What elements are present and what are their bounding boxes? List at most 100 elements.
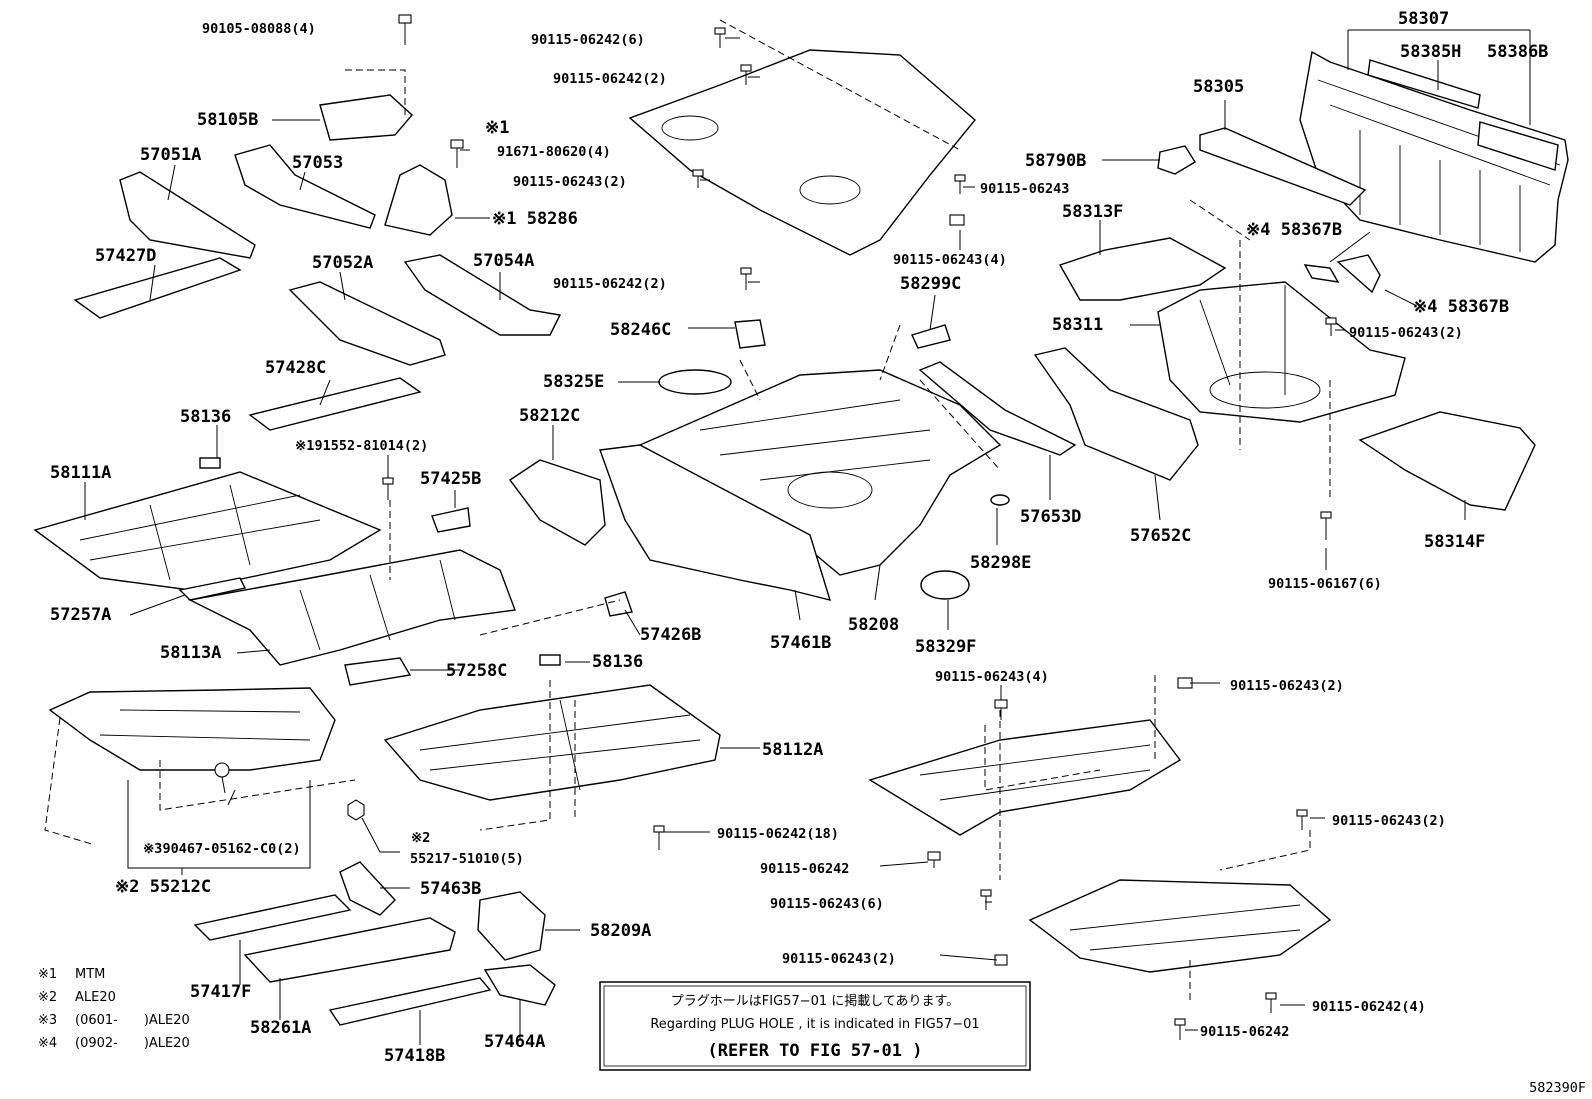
part-57463B bbox=[339, 861, 396, 916]
assembly-guide-lines bbox=[44, 19, 1331, 1000]
reference-line-refer: (REFER TO FIG 57-01 ) bbox=[708, 1041, 923, 1061]
part-58209A bbox=[477, 891, 546, 961]
label-58209A: 58209A bbox=[590, 921, 651, 941]
bolt-icon bbox=[398, 14, 412, 45]
part-58246C bbox=[734, 319, 766, 349]
part-57258C bbox=[344, 657, 412, 686]
bolt-icon bbox=[740, 64, 752, 85]
fastener-label: 90115-06243 bbox=[980, 181, 1069, 197]
part-57051A bbox=[119, 171, 256, 259]
legend-mark-1: ※1 bbox=[38, 967, 57, 982]
part-57418B bbox=[328, 977, 492, 1026]
label-57418B: 57418B bbox=[384, 1046, 445, 1066]
part-58105B bbox=[319, 94, 413, 141]
part-57428C bbox=[248, 377, 422, 431]
legend-mark-2: ※2 bbox=[38, 990, 57, 1005]
fastener-label: 90115-06243(2) bbox=[1332, 813, 1446, 829]
label-57652C: 57652C bbox=[1130, 526, 1191, 546]
part-57653D bbox=[918, 361, 1077, 456]
bolt-icon bbox=[949, 214, 965, 226]
legend-text-2: ALE20 bbox=[75, 990, 116, 1005]
label-57257A: 57257A bbox=[50, 605, 111, 625]
bolt-icon bbox=[927, 851, 941, 868]
bolt-icon bbox=[653, 825, 665, 850]
reference-line-japanese: プラグホールはFIG57−01 に掲載してあります。 bbox=[671, 993, 959, 1009]
label-57258C: 57258C bbox=[446, 661, 507, 681]
label-58305: 58305 bbox=[1193, 77, 1244, 97]
fastener-label: ※2 bbox=[411, 830, 430, 846]
legend-text-4: (0902- )ALE20 bbox=[75, 1036, 190, 1051]
bolt-icon bbox=[714, 27, 726, 48]
fastener-label: ※191552-81014(2) bbox=[295, 438, 428, 454]
part-58314F bbox=[1358, 411, 1536, 511]
label-57426B: 57426B bbox=[640, 625, 701, 645]
bolt-icon bbox=[1177, 677, 1193, 689]
label-58307: 58307 bbox=[1398, 9, 1449, 29]
fastener-label: 90115-06243(2) bbox=[782, 951, 896, 967]
label-58136-lower: 58136 bbox=[592, 652, 643, 672]
part-58112A-center-floor bbox=[383, 684, 721, 801]
label-58367B-upper: ※4 58367B bbox=[1246, 220, 1342, 240]
part-58136-upper bbox=[199, 457, 221, 469]
bolt-icon bbox=[1265, 992, 1277, 1013]
part-58329F bbox=[920, 570, 970, 600]
reference-box: プラグホールはFIG57−01 に掲載してあります。 Regarding PLU… bbox=[599, 981, 1031, 1071]
leader-lines bbox=[84, 29, 1531, 1045]
part-57417F bbox=[193, 894, 352, 941]
fastener-label: 90115-06243(2) bbox=[1349, 325, 1463, 341]
bolt-icon bbox=[740, 267, 752, 290]
label-58314F: 58314F bbox=[1424, 532, 1485, 552]
label-58111A: 58111A bbox=[50, 463, 111, 483]
part-57461B bbox=[599, 444, 832, 601]
figure-code: 582390F bbox=[1529, 1080, 1586, 1096]
legend-text-1: MTM bbox=[75, 967, 105, 982]
label-58385H: 58385H bbox=[1400, 42, 1461, 62]
label-57054A: 57054A bbox=[473, 251, 534, 271]
label-58113A: 58113A bbox=[160, 643, 221, 663]
fastener-label: 90115-06242 bbox=[760, 861, 849, 877]
label-58261A: 58261A bbox=[250, 1018, 311, 1038]
label-57464A: 57464A bbox=[484, 1032, 545, 1052]
label-57051A: 57051A bbox=[140, 145, 201, 165]
part-58113A bbox=[187, 549, 516, 666]
part-58298E bbox=[990, 494, 1010, 506]
label-58367B-lower: ※4 58367B bbox=[1413, 297, 1509, 317]
bolt-icon bbox=[1174, 1018, 1186, 1040]
label-58329F: 58329F bbox=[915, 637, 976, 657]
part-58261A bbox=[243, 917, 456, 983]
bolt-icon bbox=[1320, 511, 1332, 540]
label-55212C: ※2 55212C bbox=[115, 877, 211, 897]
part-57426B bbox=[604, 591, 633, 617]
label-58386B: 58386B bbox=[1487, 42, 1548, 62]
fastener-label: 90115-06243(6) bbox=[770, 896, 884, 912]
fastener-label: 90115-06243(4) bbox=[935, 669, 1049, 685]
part-58367B-lower bbox=[1336, 254, 1381, 294]
label-58246C: 58246C bbox=[610, 320, 671, 340]
part-57425B bbox=[431, 507, 471, 533]
label-58298E: 58298E bbox=[970, 553, 1031, 573]
label-58286: ※1 58286 bbox=[492, 209, 578, 229]
label-57428C: 57428C bbox=[265, 358, 326, 378]
bolt-icon bbox=[347, 799, 365, 821]
bolt-icon bbox=[1296, 809, 1308, 830]
part-58305 bbox=[1199, 127, 1367, 206]
label-58299C: 58299C bbox=[900, 274, 961, 294]
label-57417F: 57417F bbox=[190, 982, 251, 1002]
label-57053: 57053 bbox=[292, 153, 343, 173]
bolt-icon bbox=[954, 174, 966, 194]
label-58212C: 58212C bbox=[519, 406, 580, 426]
label-57653D: 57653D bbox=[1020, 507, 1081, 527]
bolt-icon bbox=[994, 699, 1008, 720]
bolt-icons bbox=[214, 14, 1337, 1040]
part-58790B bbox=[1157, 145, 1196, 175]
label-58105B: 58105B bbox=[197, 110, 258, 130]
bolt-icon bbox=[214, 762, 230, 794]
fastener-label: 90115-06242 bbox=[1200, 1024, 1289, 1040]
fastener-label: 90115-06243(2) bbox=[513, 174, 627, 190]
bolt-icon bbox=[382, 477, 394, 500]
bolt-icon bbox=[692, 169, 704, 188]
part-57464A bbox=[483, 964, 556, 1006]
label-57461B: 57461B bbox=[770, 633, 831, 653]
part-57053 bbox=[234, 144, 376, 229]
